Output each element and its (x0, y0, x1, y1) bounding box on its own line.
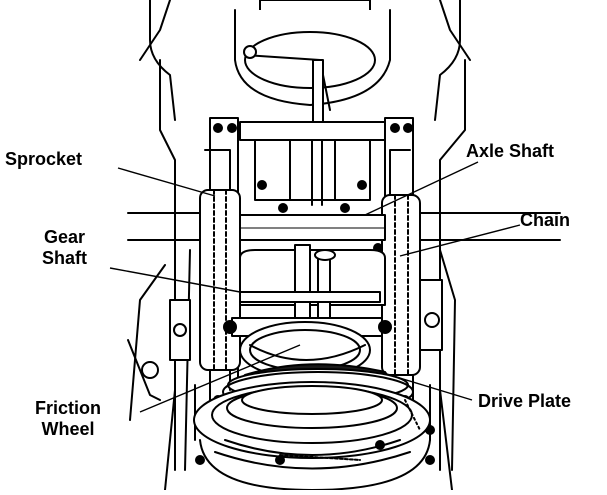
outer-frame (164, 389, 453, 491)
friction-wheel-leader (139, 344, 301, 413)
sprocket-leader (117, 167, 216, 197)
label-chain: Chain (520, 210, 571, 230)
left-sprocket (199, 189, 241, 371)
axle-shaft-leader (364, 161, 479, 216)
drive-plate-leader (379, 371, 473, 401)
gear-shaft-leader (109, 267, 241, 293)
pulley-base (193, 381, 431, 491)
top-housing (139, 0, 471, 126)
axle-shaft (239, 214, 386, 241)
leader-lines (109, 161, 521, 413)
auger-shaft-lines (127, 212, 561, 241)
chain-leader (399, 224, 521, 257)
label-axle-shaft: Axle Shaft (466, 141, 555, 161)
left-external-parts (127, 249, 210, 471)
label-drive-plate: Drive Plate (478, 391, 572, 411)
label-gear-shaft: Gear Shaft (42, 227, 87, 268)
label-sprocket: Sprocket (5, 149, 83, 169)
label-friction-wheel: Friction Wheel (35, 398, 101, 439)
top-bracket (239, 121, 386, 213)
right-external-parts (419, 249, 456, 471)
